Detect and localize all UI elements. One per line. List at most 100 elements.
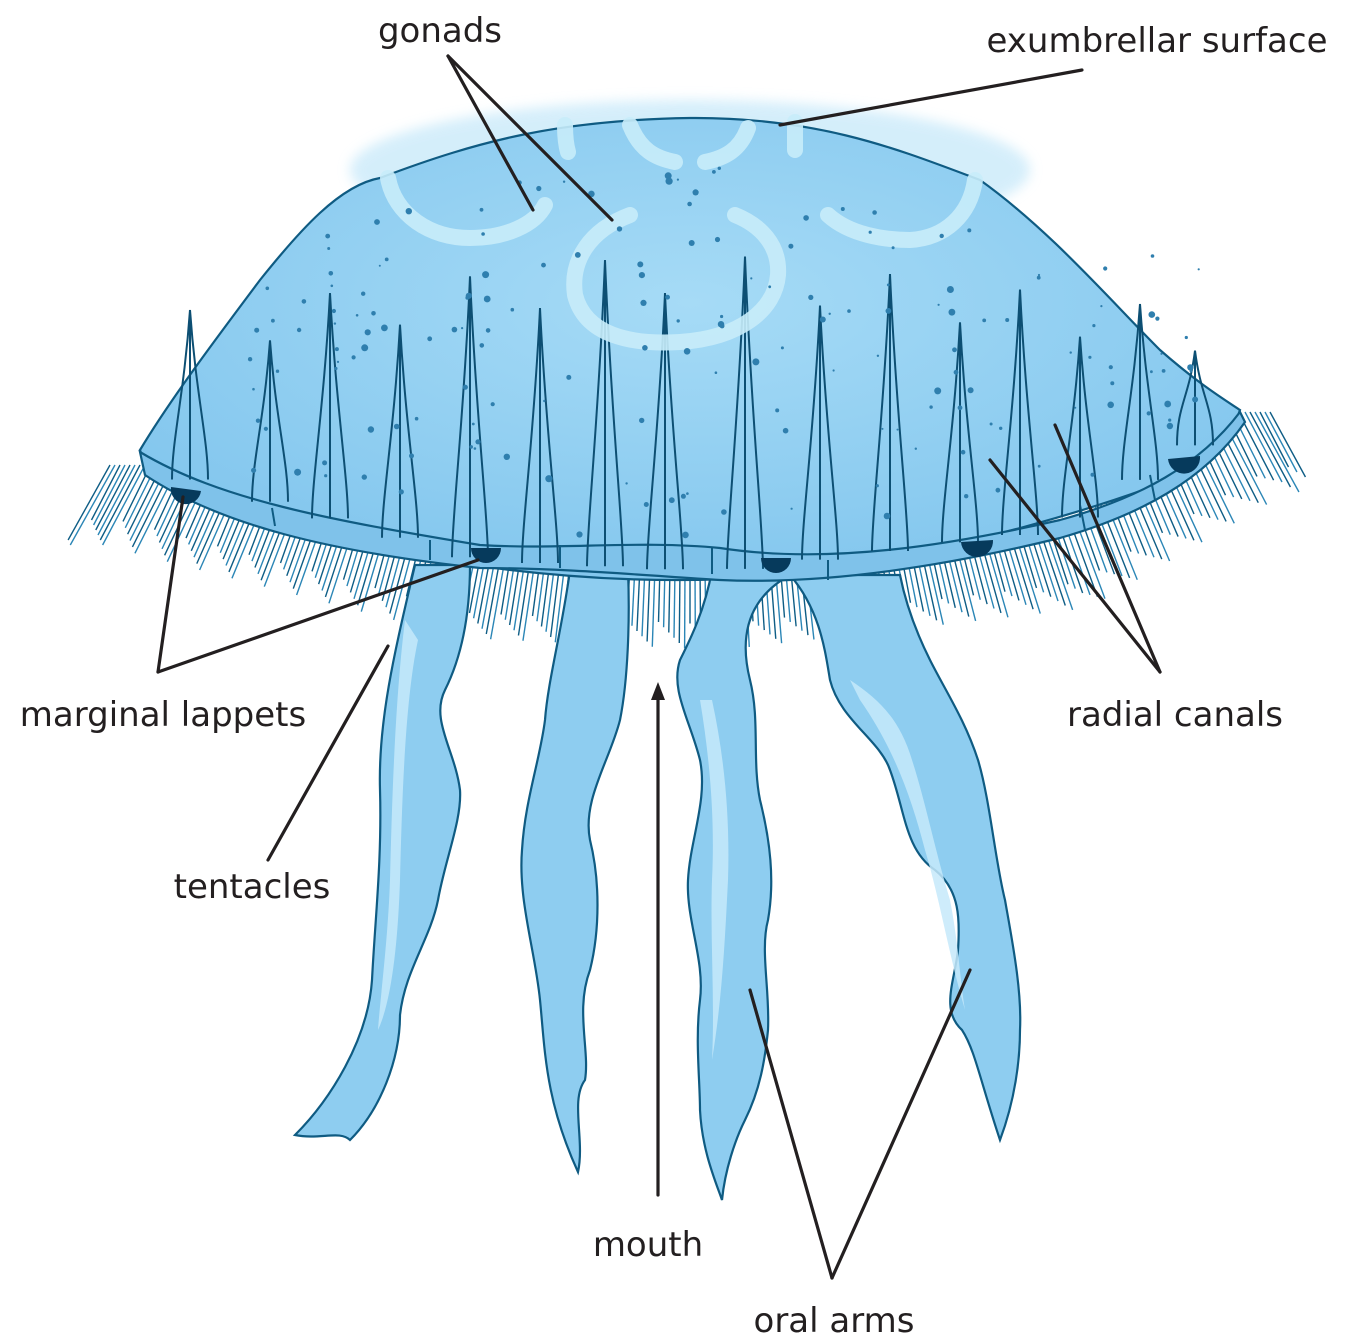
speckle <box>949 309 956 316</box>
speckle <box>781 346 784 349</box>
speckle <box>474 447 477 450</box>
speckle <box>877 355 879 357</box>
speckle <box>1149 311 1156 318</box>
speckle <box>475 439 480 444</box>
speckle <box>371 311 376 316</box>
speckle <box>563 181 565 183</box>
speckle <box>897 429 899 431</box>
label-radial-canals: radial canals <box>1067 695 1283 735</box>
label-mouth: mouth <box>593 1225 703 1265</box>
speckle <box>480 343 485 348</box>
speckle <box>294 469 301 476</box>
speckle <box>1162 369 1166 373</box>
speckle <box>684 348 691 355</box>
speckle <box>1164 401 1171 408</box>
speckle <box>335 347 339 351</box>
speckle <box>252 388 255 391</box>
speckle <box>982 319 986 323</box>
speckle <box>752 358 759 365</box>
speckle <box>486 328 491 333</box>
speckle <box>934 387 941 394</box>
speckle <box>783 428 789 434</box>
speckle <box>297 328 301 332</box>
leader-oral-b <box>832 970 970 1278</box>
speckle <box>361 344 368 351</box>
speckle <box>720 315 723 318</box>
speckle <box>1092 324 1095 327</box>
speckle <box>677 179 679 181</box>
speckle <box>302 299 307 304</box>
leader-exumbrellar <box>780 70 1082 125</box>
speckle <box>491 402 495 406</box>
speckle <box>575 252 581 258</box>
speckle <box>669 497 675 503</box>
speckle <box>940 234 944 238</box>
speckle <box>352 355 356 359</box>
speckle <box>362 474 367 479</box>
speckle <box>368 426 374 432</box>
speckle <box>841 207 845 211</box>
speckle <box>637 261 643 267</box>
speckle <box>1038 465 1041 468</box>
speckle <box>329 271 334 276</box>
speckle <box>847 309 851 313</box>
speckle <box>251 468 256 473</box>
speckle <box>947 286 954 293</box>
speckle <box>829 313 831 315</box>
speckle <box>617 226 622 231</box>
label-exumbrellar-surface: exumbrellar surface <box>986 21 1327 61</box>
speckle <box>543 400 545 402</box>
speckle <box>1038 274 1040 276</box>
speckle <box>990 423 993 426</box>
speckle <box>720 324 725 329</box>
speckle <box>361 292 365 296</box>
speckle <box>721 509 727 515</box>
speckle <box>952 347 957 352</box>
mouth-arrowhead <box>651 682 665 700</box>
speckle <box>1192 397 1198 403</box>
speckle <box>625 482 627 484</box>
speckle <box>681 494 686 499</box>
bell <box>140 100 1245 581</box>
speckle <box>869 231 872 234</box>
speckle <box>504 454 510 460</box>
speckle <box>1110 381 1114 385</box>
speckle <box>452 327 458 333</box>
speckle <box>820 317 826 323</box>
speckle <box>882 428 884 430</box>
speckle <box>887 284 890 287</box>
speckle <box>958 405 963 410</box>
speckle <box>639 418 644 423</box>
speckle <box>718 167 721 170</box>
speckle <box>967 228 971 232</box>
speckle <box>1037 276 1041 280</box>
speckle <box>465 296 469 300</box>
speckle <box>961 450 966 455</box>
speckle <box>576 531 582 537</box>
speckle <box>566 375 571 380</box>
speckle <box>996 488 1001 493</box>
speckle <box>481 232 485 236</box>
speckle <box>915 448 917 450</box>
speckle <box>374 219 380 225</box>
speckle <box>276 370 279 373</box>
leader-lappets-a <box>158 497 183 672</box>
speckle <box>511 308 515 312</box>
speckle <box>791 508 793 510</box>
speckle <box>1151 254 1155 258</box>
label-oral-arms: oral arms <box>754 1301 915 1341</box>
oral-arm-1 <box>295 565 470 1140</box>
speckle <box>461 327 463 329</box>
label-tentacles: tentacles <box>174 867 331 907</box>
speckle <box>1187 364 1193 370</box>
speckle <box>968 387 974 393</box>
tentacle <box>68 465 110 540</box>
speckle <box>1190 370 1193 373</box>
speckle <box>715 371 718 374</box>
oral-arm-3 <box>677 570 790 1200</box>
speckle <box>482 271 489 278</box>
oral-arm-4 <box>790 575 1020 1140</box>
speckle <box>964 494 968 498</box>
speckle <box>480 208 484 212</box>
speckle <box>325 234 330 239</box>
